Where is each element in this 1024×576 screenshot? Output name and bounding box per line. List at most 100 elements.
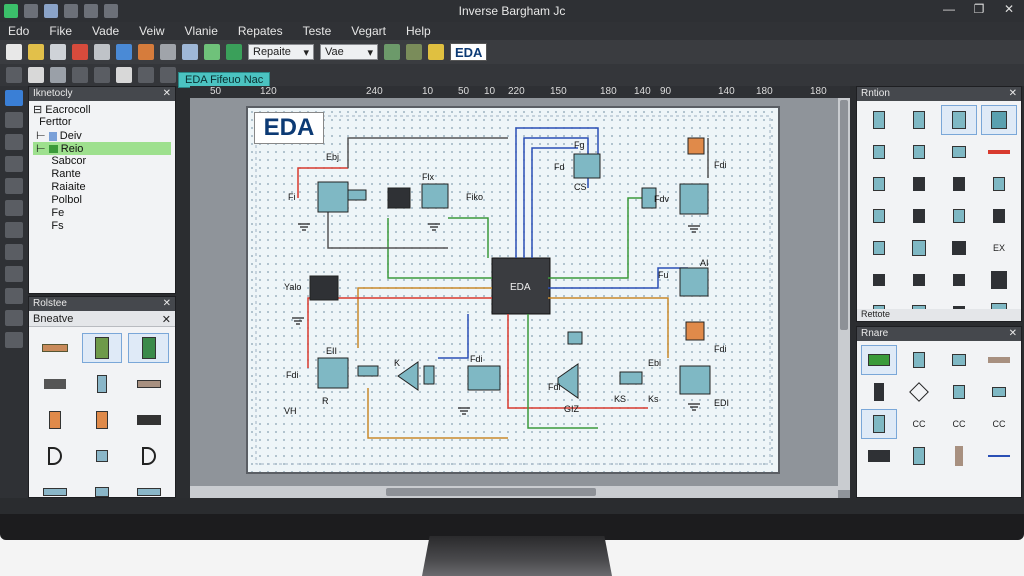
menu-teste[interactable]: Teste [302,24,332,38]
run-icon[interactable] [84,4,98,18]
bug-icon[interactable] [406,44,422,60]
schematic-sheet[interactable]: EDA [246,106,780,474]
tree-item[interactable]: ⊢ Deiv [33,130,82,142]
symbol-cell[interactable] [861,105,897,135]
symbol-cell[interactable] [941,169,977,199]
scrollbar-thumb[interactable] [840,100,848,330]
minimize-button[interactable]: — [943,2,955,16]
part-cell[interactable] [941,441,977,471]
and-gate-icon[interactable] [35,441,76,471]
switch-icon[interactable] [82,405,123,435]
wrench-icon[interactable] [5,134,23,150]
layers-icon[interactable] [5,288,23,304]
undo-icon[interactable] [64,4,78,18]
select-tool-icon[interactable] [6,67,22,83]
paste-icon[interactable] [94,44,110,60]
tree-item[interactable]: Fs [33,220,171,233]
close-icon[interactable]: ✕ [1008,88,1017,99]
symbol-cell[interactable] [901,105,937,135]
symbol-cell[interactable] [941,201,977,231]
grid-icon[interactable] [204,44,220,60]
part-cell[interactable] [941,345,977,375]
part-cell[interactable] [981,441,1017,471]
symbol-cell[interactable] [941,105,977,135]
capacitor-icon[interactable] [81,333,123,363]
part-cell[interactable] [901,441,937,471]
menu-fike[interactable]: Fike [49,24,73,38]
close-icon[interactable]: ✕ [161,314,171,326]
menu-veiw[interactable]: Veiw [139,24,165,38]
symbol-cell[interactable] [981,169,1017,199]
symbol-cell[interactable] [861,265,897,295]
copy-icon[interactable] [50,44,66,60]
menu-repates[interactable]: Repates [237,24,283,38]
tree-item[interactable]: ⊟ Eacrocoll [33,104,91,116]
maximize-button[interactable]: ❐ [973,2,985,16]
part-cell[interactable] [861,345,897,375]
symbol-cell[interactable] [901,265,937,295]
measure-icon[interactable] [5,222,23,238]
part-cell[interactable]: CC [981,409,1017,439]
symbol-cell[interactable] [901,233,937,263]
symbol-cell[interactable] [981,265,1017,295]
or-gate-icon[interactable] [128,441,169,471]
tree-item[interactable]: Raiaite [33,181,171,194]
pointer-icon[interactable] [5,90,23,106]
symbol-cell[interactable] [901,137,937,167]
menu-vlanie[interactable]: Vlanie [184,24,218,38]
tree-item-selected[interactable]: ⊢ Reio [33,142,171,155]
symbol-cell[interactable] [861,169,897,199]
fuse-icon[interactable] [128,369,169,399]
junction-tool-icon[interactable] [94,67,110,83]
probe-icon[interactable] [138,44,154,60]
part-cell[interactable] [861,441,897,471]
save-icon[interactable] [44,4,58,18]
part-cell[interactable]: CC [901,409,937,439]
open-icon[interactable] [28,44,44,60]
close-button[interactable]: ✕ [1003,2,1015,16]
folder-icon[interactable] [24,4,38,18]
mode-select[interactable]: Repaite ▾ [248,44,314,60]
document-icon[interactable] [5,310,23,326]
menu-help[interactable]: Help [405,24,431,38]
ground-tool-icon[interactable] [160,67,176,83]
symbol-cell[interactable] [861,137,897,167]
close-icon[interactable]: ✕ [1008,328,1017,339]
part-cell[interactable] [981,345,1017,375]
symbol-cell[interactable] [941,265,977,295]
cut-icon[interactable] [72,44,88,60]
symbol-cell[interactable] [941,137,977,167]
close-icon[interactable]: ✕ [162,88,171,99]
crystal-icon[interactable] [128,405,169,435]
part-cell[interactable] [901,345,937,375]
symbol-cell[interactable] [901,169,937,199]
jumper-icon[interactable] [128,477,169,507]
tree-item[interactable]: Rante [33,168,171,181]
view-select[interactable]: Vae ▾ [320,44,378,60]
zoom-icon[interactable] [182,44,198,60]
redo-icon[interactable] [104,4,118,18]
header-icon[interactable] [82,477,123,507]
part-cell[interactable] [901,377,937,407]
symbol-cell[interactable] [981,201,1017,231]
menu-vade[interactable]: Vade [92,24,120,38]
inductor-icon[interactable] [128,333,169,363]
pencil-icon[interactable] [5,112,23,128]
symbol-cell[interactable] [861,201,897,231]
tree-item[interactable]: Ferttor [33,116,171,129]
component-icon[interactable] [160,44,176,60]
eda-logo-button[interactable]: EDA [450,43,488,61]
menu-vegart[interactable]: Vegart [351,24,386,38]
symbol-cell[interactable] [981,105,1017,135]
tree-item[interactable]: Polbol [33,194,171,207]
scrollbar-thumb[interactable] [386,488,596,496]
bus-tool-icon[interactable] [50,67,66,83]
part-cell[interactable] [981,377,1017,407]
menu-edo[interactable]: Edo [8,24,30,38]
wire-tool-icon[interactable] [28,67,44,83]
power-tool-icon[interactable] [138,67,154,83]
buffer-icon[interactable] [82,441,123,471]
relay-icon[interactable] [35,405,76,435]
wire-icon[interactable] [116,44,132,60]
part-cell[interactable]: CC [941,409,977,439]
